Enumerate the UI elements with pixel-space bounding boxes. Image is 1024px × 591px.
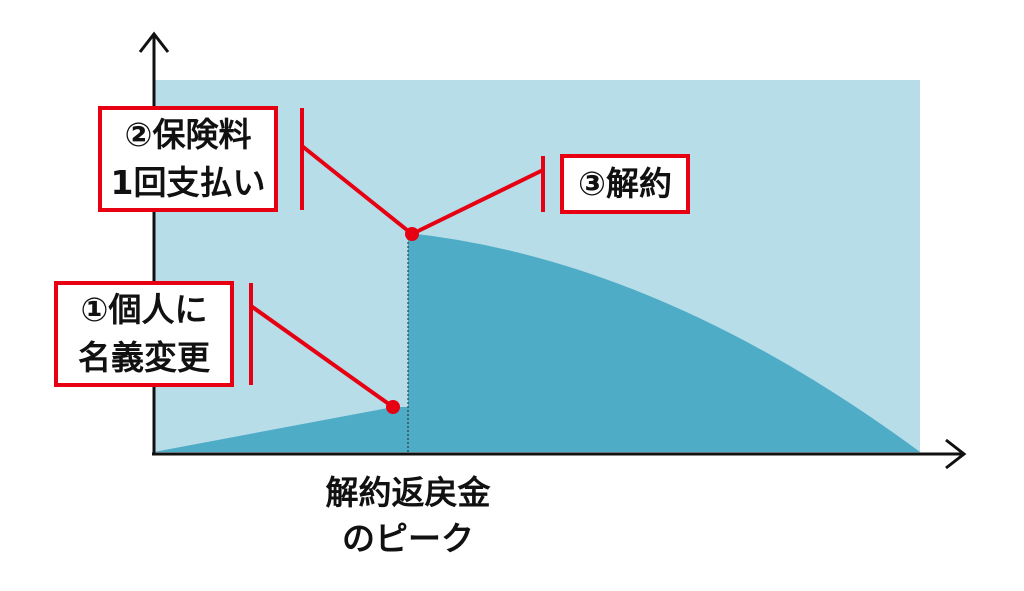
y-axis-arrowhead — [138, 31, 170, 53]
step-transfer-line2: 名義変更 — [78, 338, 210, 377]
step-premium-box: ②保険料 1回支払い — [98, 106, 278, 212]
step-cancel-line1: ③解約 — [578, 164, 672, 203]
step-transfer-line1: ①個人に — [80, 290, 208, 329]
step-premium-line1: ②保険料 — [124, 115, 252, 154]
value-area-decline — [408, 233, 920, 452]
step-cancel-box: ③解約 — [560, 154, 690, 214]
step-premium-line2: 1回支払い — [110, 163, 266, 202]
cancel-callout-line — [411, 168, 544, 236]
step-transfer-box: ①個人に 名義変更 — [54, 281, 234, 387]
transfer-point-marker — [386, 400, 400, 414]
peak-point-marker — [405, 227, 419, 241]
premium-callout-line — [300, 144, 414, 236]
x-axis-arrowhead — [945, 438, 967, 470]
transfer-callout-line — [249, 304, 395, 409]
peak-caption: 解約返戻金 のピーク — [308, 470, 508, 562]
peak-caption-line2: のピーク — [342, 519, 474, 558]
peak-caption-line1: 解約返戻金 — [325, 473, 491, 512]
value-area-growth — [154, 407, 408, 452]
